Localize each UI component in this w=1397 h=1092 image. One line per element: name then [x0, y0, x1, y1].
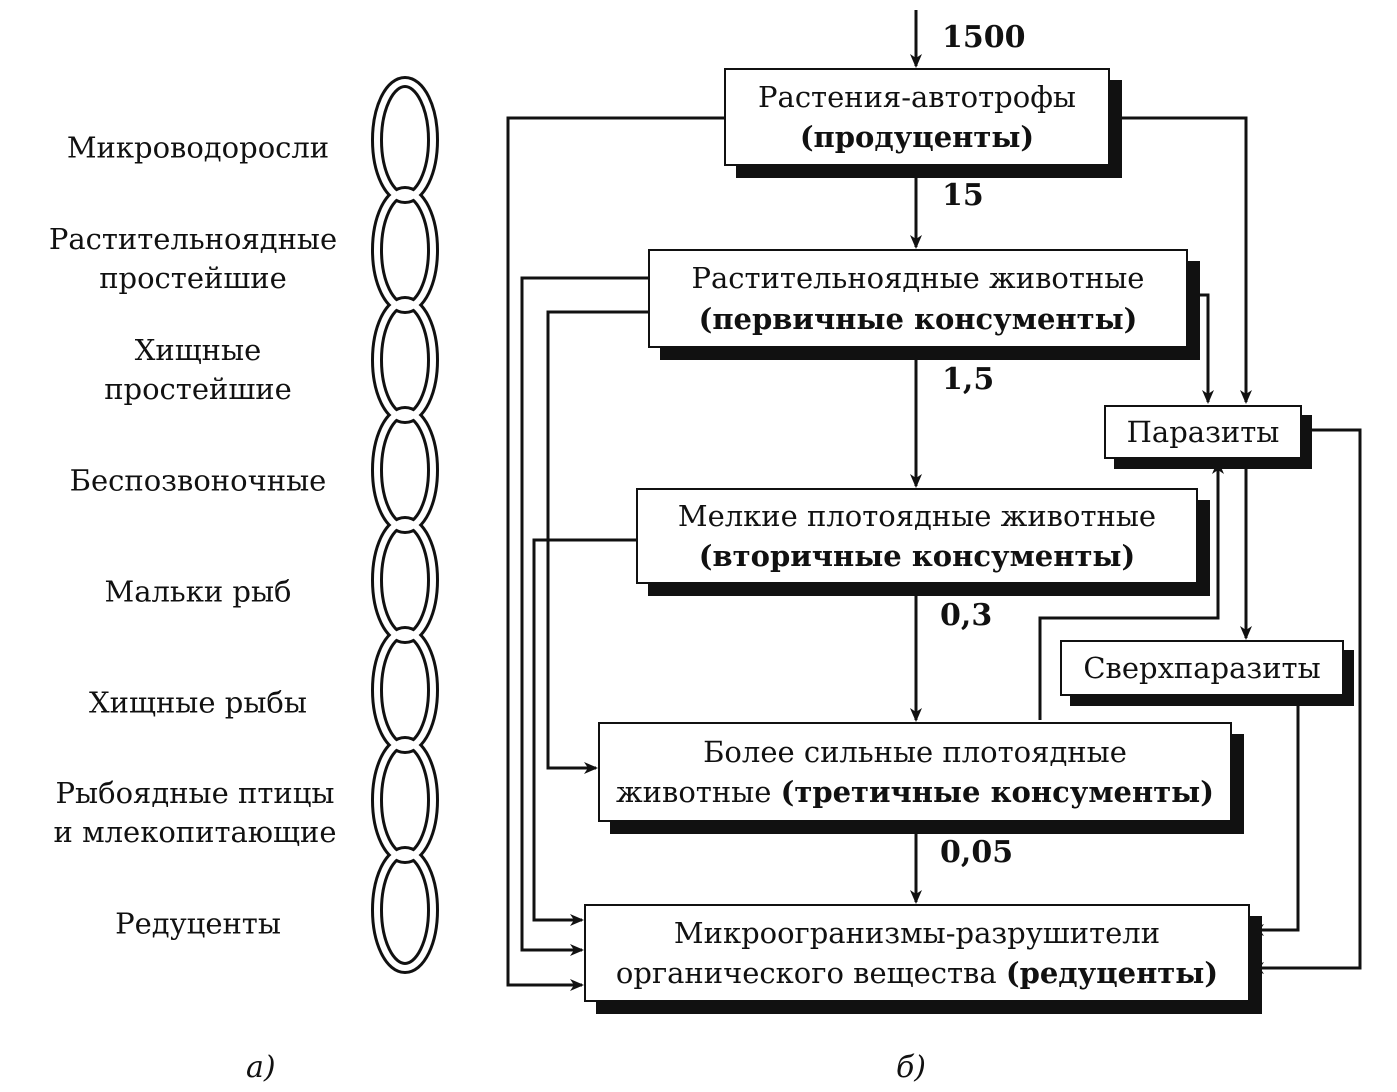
- connectors: [506, 10, 1362, 991]
- box-tertiary-consumers: Более сильные плотоядные животные (трети…: [598, 722, 1232, 822]
- energy-tertiary-reducers-value: 0,05: [940, 835, 1014, 870]
- box-producers-line2: (продуценты): [799, 120, 1035, 154]
- box-tertiary-line2: животные (третичные консументы): [616, 772, 1214, 812]
- box-secondary-line2: (вторичные консументы): [698, 539, 1136, 573]
- caption-panel-b: б): [896, 1050, 927, 1085]
- box-secondary-consumers: Мелкие плотоядные животные (вторичные ко…: [636, 488, 1198, 584]
- box-reducers-line2-plain: органического вещества: [615, 956, 1006, 990]
- arrow-primary-tertiary: [546, 310, 648, 774]
- box-primary-line2: (первичные консументы): [698, 301, 1138, 336]
- arrow-primary-reducers: [520, 276, 648, 956]
- box-primary-line1: Растительноядные животные: [691, 261, 1145, 296]
- box-parasites-label: Паразиты: [1126, 414, 1280, 449]
- box-reducers-line1: Микроогранизмы-разрушители: [673, 915, 1161, 950]
- box-reducers-line2: органического вещества (редуценты): [616, 953, 1218, 993]
- box-hyperparasites: Сверхпаразиты: [1060, 640, 1344, 696]
- chain-label-fish-fry: Мальки рыб: [104, 574, 292, 609]
- box-reducers-line2-bold: (редуценты): [1005, 956, 1219, 990]
- box-producers-line1: Растения-автотрофы: [758, 79, 1076, 114]
- chain-label-reducers: Редуценты: [115, 906, 281, 941]
- energy-secondary-tertiary-value: 0,3: [940, 598, 993, 633]
- chain-label-fish-eating-birds-mammals: Рыбоядные птицы и млекопитающие: [53, 775, 337, 849]
- chain-label-herbivorous-protozoa: Растительноядные простейшие: [48, 221, 338, 295]
- energy-primary-secondary-value: 1,5: [942, 362, 995, 397]
- arrow-tertiary-parasites: [1038, 460, 1224, 720]
- box-tertiary-line2-bold: (третичные консументы): [780, 775, 1214, 809]
- arrow-secondary-reducers: [532, 538, 636, 926]
- arrow-producers-parasites: [1108, 116, 1252, 404]
- box-hyperparasites-label: Сверхпаразиты: [1083, 650, 1321, 685]
- arrow-producers-reducers: [506, 116, 724, 991]
- box-tertiary-line2-plain: животные: [616, 775, 781, 809]
- energy-producers-primary-value: 15: [942, 178, 984, 213]
- box-tertiary-line1: Более сильные плотоядные: [703, 734, 1127, 769]
- chain-label-invertebrates: Беспозвоночные: [69, 463, 327, 498]
- chain-links-inner: [374, 79, 436, 971]
- chain-label-microalgae: Микроводоросли: [66, 130, 330, 165]
- arrow-primary-parasites: [1188, 293, 1214, 404]
- arrow-hyperparasites-reducers: [1250, 690, 1300, 936]
- caption-panel-a: а): [246, 1050, 276, 1085]
- box-secondary-line1: Мелкие плотоядные животные: [677, 498, 1157, 533]
- arrow-parasites-reducers: [1250, 428, 1362, 974]
- energy-input-value: 1500: [942, 20, 1026, 55]
- chain-label-predatory-protozoa: Хищные простейшие: [104, 332, 292, 406]
- box-reducers: Микроогранизмы-разрушители органического…: [584, 904, 1250, 1002]
- box-producers: Растения-автотрофы (продуценты): [724, 68, 1110, 166]
- chain-label-predatory-fish: Хищные рыбы: [89, 685, 307, 720]
- box-parasites: Паразиты: [1104, 405, 1302, 459]
- box-primary-consumers: Растительноядные животные (первичные кон…: [648, 249, 1188, 348]
